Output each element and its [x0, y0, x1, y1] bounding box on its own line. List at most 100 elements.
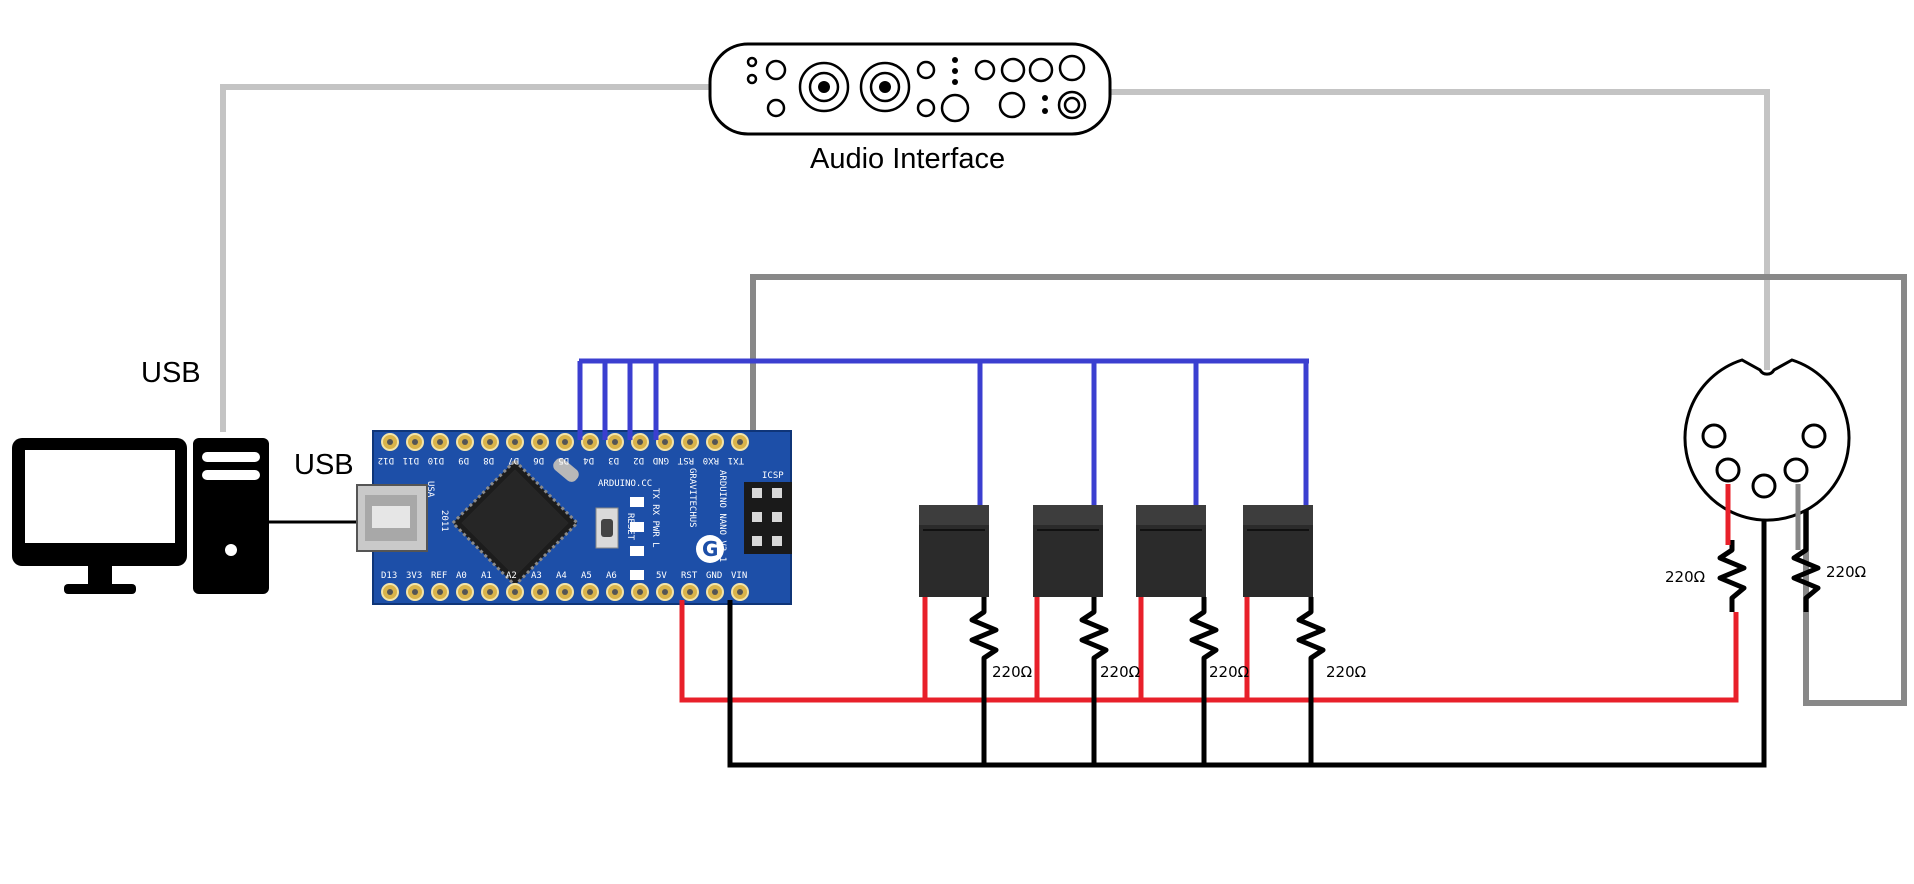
pin-hole — [462, 439, 468, 445]
audio-interface-label: Audio Interface — [810, 143, 1005, 175]
pin-label: D6 — [533, 455, 544, 465]
pin-hole — [462, 589, 468, 595]
board-silk-leds: TX RX PWR L — [650, 488, 660, 548]
pin-label: RX0 — [703, 455, 719, 465]
pin-hole — [437, 589, 443, 595]
tx-wire — [750, 274, 1907, 706]
pin-hole — [487, 439, 493, 445]
pin-hole — [537, 439, 543, 445]
pin-label: D2 — [633, 455, 644, 465]
pin-label: A3 — [531, 571, 542, 581]
pin-hole — [637, 589, 643, 595]
pin-label: A7 — [631, 571, 642, 581]
pin-hole — [662, 439, 668, 445]
pin-label: D13 — [381, 571, 397, 581]
pin-label: GND — [653, 455, 669, 465]
pin-hole — [587, 439, 593, 445]
pin-hole — [587, 589, 593, 595]
pin-label: 5V — [656, 571, 667, 581]
resistor-label-1: 220Ω — [992, 663, 1032, 681]
pin-label: 3V3 — [406, 571, 422, 581]
resistors — [969, 505, 1821, 665]
pin-hole — [412, 439, 418, 445]
svg-text:G: G — [702, 537, 718, 561]
pin-label: D7 — [508, 455, 519, 465]
pin-hole — [687, 439, 693, 445]
pin-hole — [687, 589, 693, 595]
pin-hole — [412, 589, 418, 595]
pin-hole — [637, 439, 643, 445]
resistor-6 — [1791, 505, 1821, 612]
pin-hole — [487, 589, 493, 595]
pin-label: VIN — [731, 571, 747, 581]
ground-rail — [727, 500, 1767, 768]
switch-2 — [1033, 505, 1103, 597]
resistor-5 — [1717, 540, 1747, 612]
usb-arduino-label: USB — [294, 449, 354, 481]
pin-hole — [712, 589, 718, 595]
pin-label: RST — [677, 455, 694, 465]
resistor-1 — [969, 597, 999, 665]
pin-label: A5 — [581, 571, 592, 581]
pin-hole — [612, 439, 618, 445]
usb-computer-label: USB — [141, 357, 201, 389]
pin-label: D12 — [378, 455, 394, 465]
switch-3 — [1136, 505, 1206, 597]
pin-label: D11 — [403, 455, 419, 465]
pin-hole — [612, 589, 618, 595]
pin-label: RST — [681, 571, 698, 581]
pin-hole — [387, 589, 393, 595]
resistor-label-5: 220Ω — [1665, 568, 1705, 586]
pin-label: REF — [431, 571, 447, 581]
resistor-labels: 220Ω 220Ω 220Ω 220Ω 220Ω 220Ω — [992, 563, 1866, 681]
usb-cable — [220, 84, 1770, 432]
pin-label: D5 — [558, 455, 569, 465]
monitor-icon — [12, 438, 187, 594]
pin-label: A0 — [456, 571, 467, 581]
pin-label: A6 — [606, 571, 617, 581]
board-silk-icsp: ICSP — [762, 471, 784, 481]
arduino-nano: G USA 2011 ARDUINO.CC RESET TX RX PWR L … — [356, 430, 792, 605]
resistor-2 — [1079, 597, 1109, 665]
resistor-label-4: 220Ω — [1326, 663, 1366, 681]
pin-hole — [737, 439, 743, 445]
pin-hole — [512, 439, 518, 445]
midi-din-connector — [1683, 358, 1851, 522]
pin-hole — [737, 589, 743, 595]
board-silk-reset: RESET — [625, 513, 635, 541]
pin-label: D8 — [483, 455, 494, 465]
resistor-label-6: 220Ω — [1826, 563, 1866, 581]
switch-1 — [919, 505, 989, 597]
board-silk-site: ARDUINO.CC — [598, 479, 652, 489]
pin-label: D9 — [458, 455, 469, 465]
board-silk-usa: USA — [425, 481, 435, 498]
bottom-pin-row: D13 3V3 REF A0 A1 A2 A3 A4 A5 A6 A7 5V RST GND VIN — [381, 571, 749, 601]
pin-hole — [562, 439, 568, 445]
pin-hole — [387, 439, 393, 445]
pin-hole — [562, 589, 568, 595]
pin-hole — [512, 589, 518, 595]
signal-wires — [577, 358, 1309, 508]
resistor-3 — [1189, 597, 1219, 665]
switches — [919, 505, 1313, 597]
resistor-4 — [1296, 597, 1326, 665]
pin-label: A2 — [506, 571, 517, 581]
pin-label: D10 — [428, 455, 444, 465]
switch-4 — [1243, 505, 1313, 597]
pc-tower-icon — [193, 438, 269, 594]
icsp-header — [744, 482, 792, 554]
resistor-label-3: 220Ω — [1209, 663, 1249, 681]
resistor-label-2: 220Ω — [1100, 663, 1140, 681]
pin-label: GND — [706, 571, 722, 581]
pin-label: D3 — [608, 455, 619, 465]
board-silk-year: 2011 — [439, 510, 449, 532]
pin-label: A1 — [481, 571, 492, 581]
microcontroller-chip — [450, 458, 580, 588]
pin-label: A4 — [556, 571, 567, 581]
pin-hole — [537, 589, 543, 595]
audio-interface — [708, 42, 1112, 136]
pin-hole — [437, 439, 443, 445]
pin-label: TX1 — [728, 455, 744, 465]
